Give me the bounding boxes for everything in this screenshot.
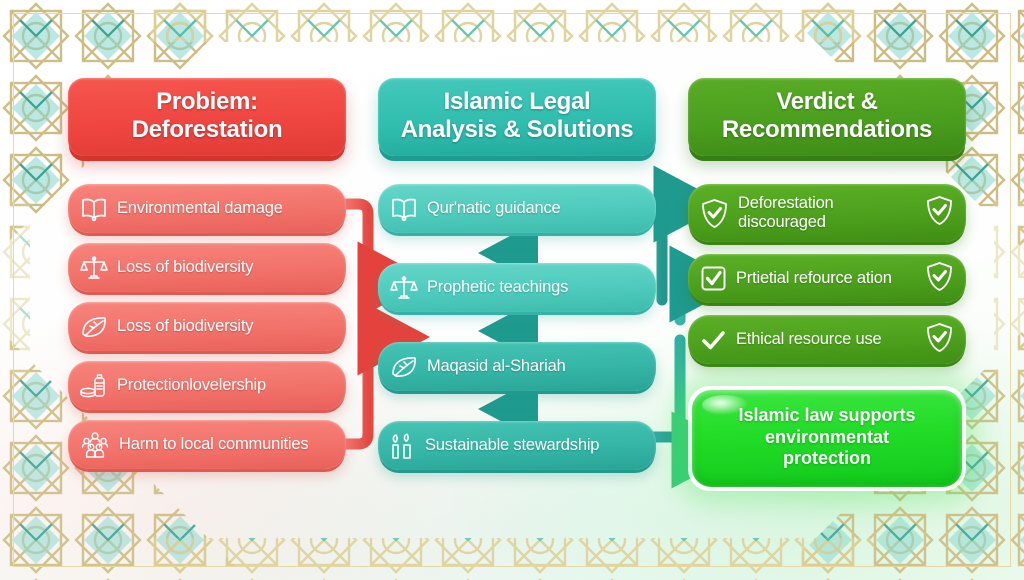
list-item-label: Deforestation discouraged — [738, 194, 834, 231]
list-item[interactable]: Qur'natic guidance — [378, 184, 656, 233]
person-plant-icon — [390, 432, 416, 460]
list-item-label: Harm to local communities — [119, 435, 309, 454]
list-item-label: Maqasid al-Shariah — [427, 357, 566, 376]
scales-balance-icon — [80, 254, 108, 282]
open-book-icon — [390, 196, 418, 222]
people-group-icon — [80, 431, 110, 459]
shield-check-icon — [700, 198, 729, 229]
list-item[interactable]: Ethical resource use — [688, 315, 966, 364]
list-item-label: Loss of biodiversity — [117, 317, 254, 336]
list-item[interactable]: Prtietial refource ation — [688, 254, 966, 303]
conclusion-box: Islamic law supports environmentat prote… — [688, 386, 966, 491]
conclusion-text: Islamic law supports environmentat prote… — [692, 390, 962, 487]
header-line-1: Verdict & — [776, 88, 878, 116]
water-bottle-coins-icon — [80, 372, 108, 400]
column-verdict: Verdict & Recommendations Deforestation … — [688, 78, 966, 491]
list-item[interactable]: Harm to local communities — [68, 420, 346, 469]
list-item[interactable]: Environmental damage — [68, 184, 346, 233]
analysis-item-list: Qur'natic guidance Prophetic teachings — [378, 184, 656, 470]
list-item-label: Loss of biodiversity — [117, 258, 254, 277]
list-item-label: Ethical resource use — [736, 330, 882, 349]
column-analysis: Islamic Legal Analysis & Solutions Qur'n… — [378, 78, 656, 500]
leaf-icon — [390, 354, 418, 380]
header-line-2: Analysis & Solutions — [400, 116, 634, 143]
list-item-label: Sustainable stewardship — [425, 436, 600, 455]
verdict-item-list: Deforestation discouraged Prtietial refo… — [688, 184, 966, 364]
list-item-label: Qur'natic guidance — [427, 199, 561, 218]
list-item[interactable]: Prophetic teachings — [378, 263, 656, 312]
list-item[interactable]: Protectionlovelership — [68, 361, 346, 410]
checkmark-icon — [700, 328, 727, 352]
list-item[interactable]: Loss of biodiversity — [68, 243, 346, 292]
shield-check-icon — [925, 322, 954, 358]
open-book-icon — [80, 196, 108, 222]
shield-check-icon — [925, 261, 954, 297]
column-problem: Probiem: Deforestation Environmental dam… — [68, 78, 346, 479]
list-item-label: Protectionlovelership — [117, 376, 266, 395]
list-item-label: Prophetic teachings — [427, 278, 569, 297]
list-item[interactable]: Maqasid al-Shariah — [378, 342, 656, 391]
column-analysis-header: Islamic Legal Analysis & Solutions — [378, 78, 656, 156]
list-item-label: Prtietial refource ation — [736, 269, 892, 288]
header-line-2: Deforestation — [131, 116, 283, 143]
leaf-icon — [80, 314, 108, 340]
header-line-1: Probiem: — [156, 88, 258, 116]
header-line-1: Islamic Legal — [443, 88, 591, 116]
scales-balance-icon — [390, 274, 418, 302]
shield-check-icon — [925, 195, 954, 231]
list-item-label: Environmental damage — [117, 199, 283, 218]
list-item[interactable]: Loss of biodiversity — [68, 302, 346, 351]
list-item[interactable]: Deforestation discouraged — [688, 184, 966, 242]
checkbox-check-icon — [700, 265, 727, 292]
list-item[interactable]: Sustainable stewardship — [378, 421, 656, 470]
column-problem-header: Probiem: Deforestation — [68, 78, 346, 156]
problem-item-list: Environmental damage Loss of biodiversit… — [68, 184, 346, 469]
column-verdict-header: Verdict & Recommendations — [688, 78, 966, 156]
header-line-2: Recommendations — [721, 116, 933, 143]
